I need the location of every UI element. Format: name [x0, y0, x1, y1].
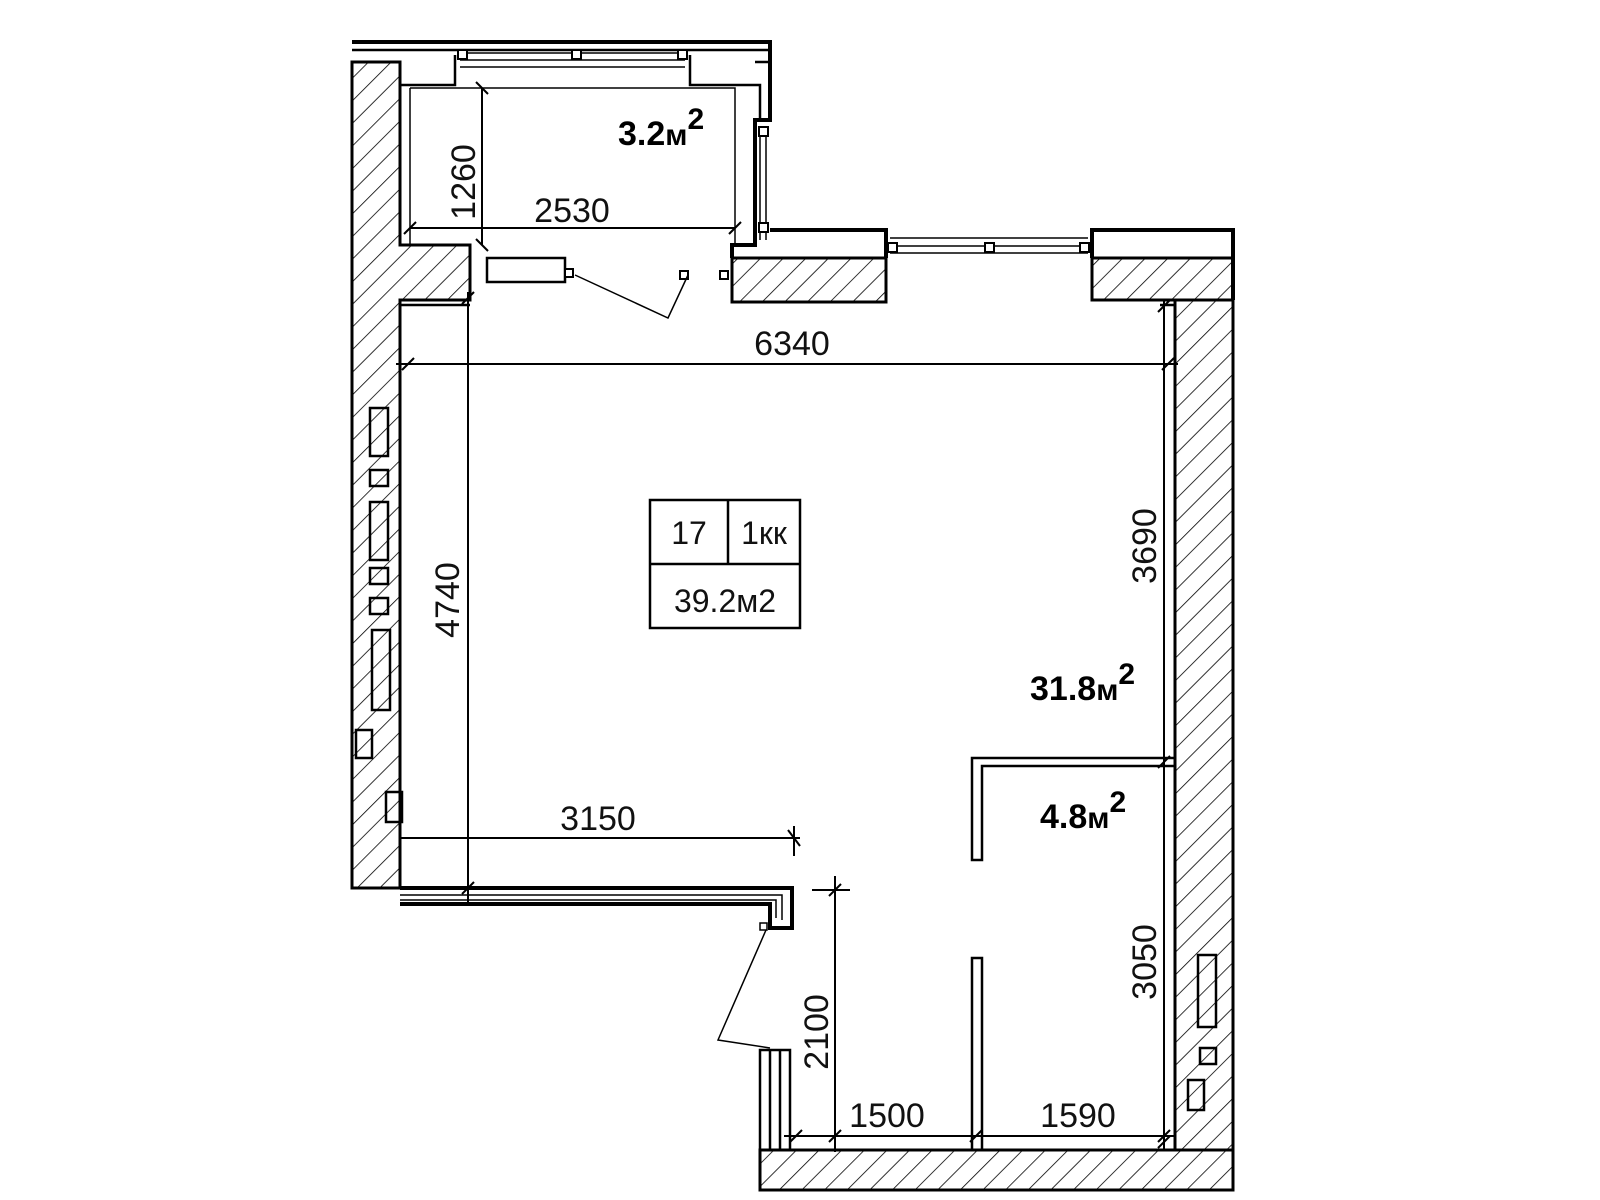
balcony-door-swing [574, 274, 689, 319]
svg-text:4.8м2: 4.8м2 [1040, 786, 1126, 836]
hall-wall [400, 886, 794, 930]
balcony-outline [352, 40, 772, 258]
svg-text:3.2м2: 3.2м2 [618, 103, 704, 153]
top-wall-right [1090, 256, 1235, 302]
left-wall-fixtures [354, 406, 404, 824]
room-top-edge [770, 228, 1235, 300]
room-area-balcony: 3.2м2 [618, 103, 704, 153]
balcony-window [457, 49, 769, 240]
balcony-inner [409, 87, 736, 246]
room-area-bathroom: 4.8м2 [1040, 786, 1126, 836]
bathroom-wall [970, 756, 1177, 862]
apartment-total-area: 39.2м2 [674, 583, 776, 619]
entry-door-swing [716, 929, 771, 1049]
dimension-lines [396, 81, 1178, 1152]
top-wall-left [730, 256, 888, 304]
room-area-main: 31.8м2 [1030, 658, 1135, 708]
dim-left-height: 4740 [429, 562, 467, 638]
structure [352, 40, 1235, 1152]
area-unit: м [1096, 674, 1118, 707]
svg-text:31.8м2: 31.8м2 [1030, 658, 1135, 708]
hall-wall-inner [400, 894, 783, 920]
area-sup: 2 [1109, 786, 1126, 819]
balcony-door-jamb [485, 256, 567, 284]
dim-right-upper-height: 3690 [1126, 508, 1164, 584]
right-wall [1173, 298, 1235, 1192]
apartment-type: 1кк [741, 515, 788, 551]
room-window [887, 237, 1090, 254]
balcony-parapet [352, 48, 770, 245]
bathroom-wall-lower [970, 956, 984, 1152]
area-value: 4.8 [1040, 798, 1087, 836]
dim-bath-height: 3050 [1126, 924, 1164, 1000]
dim-bath-width: 1590 [1040, 1097, 1116, 1135]
walls [350, 60, 1235, 1192]
area-sup: 2 [687, 103, 704, 136]
dim-corridor-width: 1500 [849, 1097, 925, 1135]
apartment-number: 17 [671, 515, 707, 551]
dim-entry-height: 2100 [798, 994, 836, 1070]
entry-jamb [758, 1048, 792, 1152]
area-sup: 2 [1118, 658, 1135, 691]
area-unit: м [1087, 802, 1109, 835]
dim-hall-width: 3150 [560, 800, 636, 838]
right-wall-fixtures [1186, 953, 1218, 1112]
area-value: 3.2 [618, 115, 665, 153]
area-unit: м [665, 119, 687, 152]
dim-balcony-height: 1260 [445, 144, 483, 220]
apartment-info-box: 17 1кк 39.2м2 [648, 498, 802, 630]
bottom-wall [758, 1148, 1235, 1192]
dim-balcony-width: 2530 [534, 192, 610, 230]
area-value: 31.8 [1030, 670, 1096, 708]
dim-room-width: 6340 [754, 325, 830, 363]
